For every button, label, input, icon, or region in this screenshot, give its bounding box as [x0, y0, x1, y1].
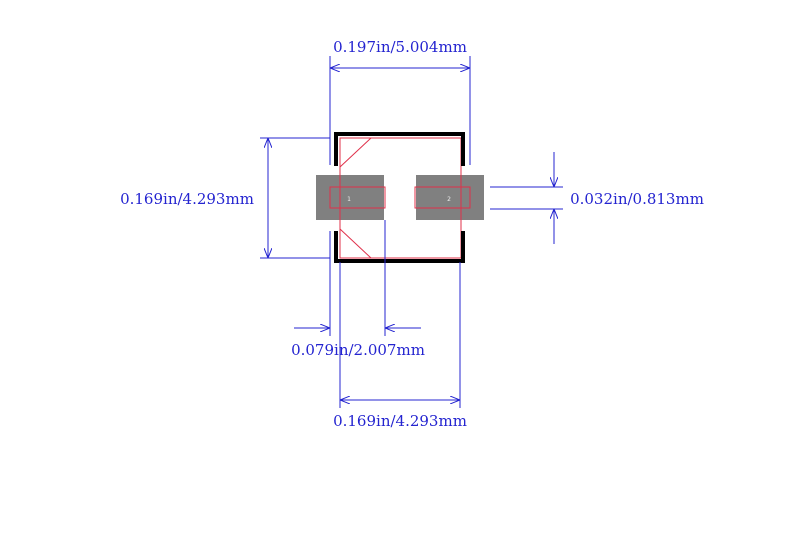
silkscreen-outline — [334, 132, 465, 263]
dimension-top-width: 0.197in/5.004mm — [333, 38, 467, 56]
dimension-bottom-width: 0.169in/4.293mm — [333, 412, 467, 430]
dimension-pad-length: 0.079in/2.007mm — [291, 341, 425, 359]
pad-1-label: 1 — [347, 196, 351, 203]
dimension-right-pad-height: 0.032in/0.813mm — [570, 190, 704, 208]
assembly-outline — [329, 137, 471, 259]
dimension-lines — [260, 56, 563, 408]
pad-2-label: 2 — [447, 196, 451, 203]
pad-2 — [416, 175, 484, 220]
dimension-left-height: 0.169in/4.293mm — [120, 190, 254, 208]
pad-1 — [316, 175, 384, 220]
